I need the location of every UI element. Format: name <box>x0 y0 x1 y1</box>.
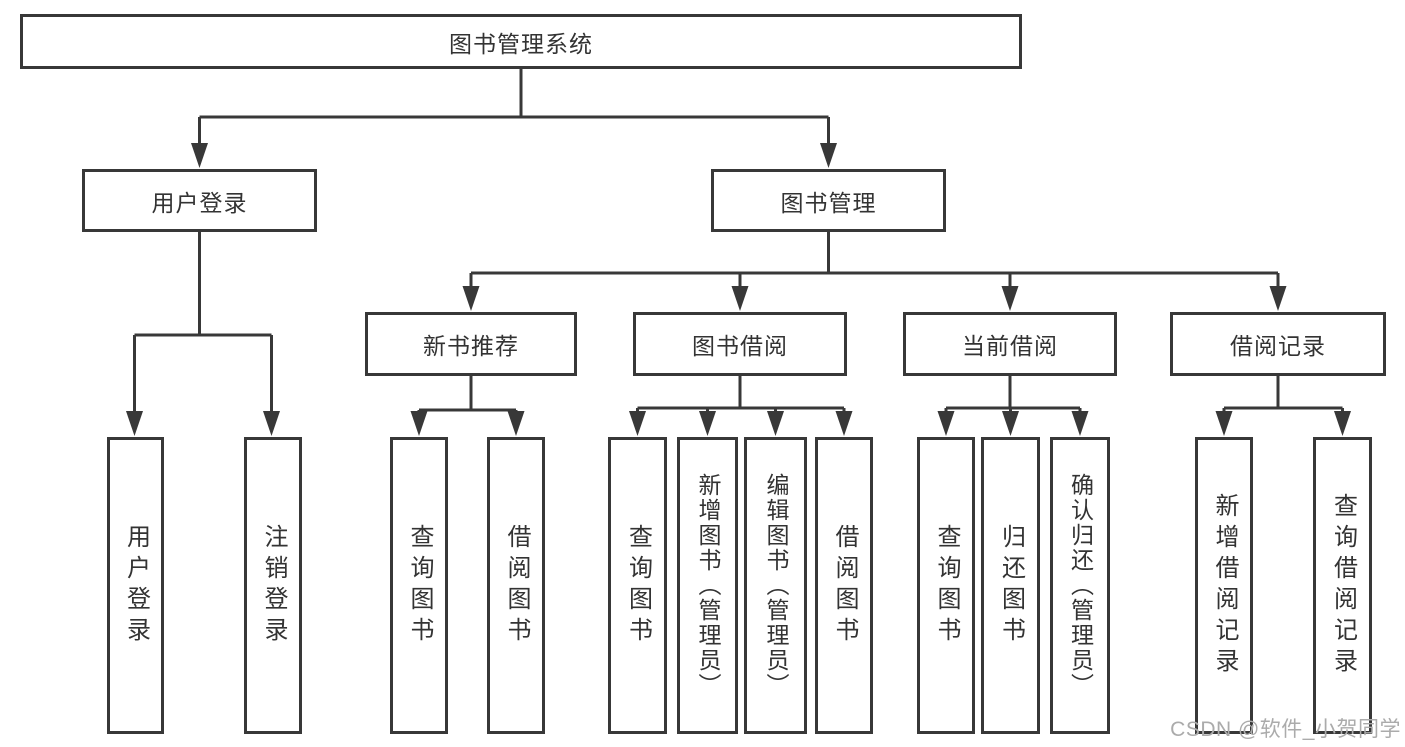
leaf-borrow-books: 借阅图书 <box>815 437 873 734</box>
watermark: CSDN @软件_小贺同学 <box>1170 718 1401 741</box>
node-current-borrow-label: 当前借阅 <box>962 333 1058 359</box>
leaf-logout-label: 注销登录 <box>260 523 287 648</box>
node-root-label: 图书管理系统 <box>449 30 593 57</box>
leaf-query-books-borrow-label: 查询图书 <box>624 523 652 648</box>
leaf-confirm-return-admin: 确认归还（管理员） <box>1050 437 1110 734</box>
node-new-book-recommend-label: 新书推荐 <box>423 333 519 359</box>
leaf-add-books-admin-label: 新增图书（管理员） <box>695 473 721 698</box>
leaf-user-login-label: 用户登录 <box>122 523 150 648</box>
leaf-query-books-current: 查询图书 <box>917 437 975 734</box>
node-user-login: 用户登录 <box>82 169 317 232</box>
leaf-edit-books-admin-label: 编辑图书（管理员） <box>763 473 789 698</box>
connector-new-book-recommend-to-leaves <box>410 376 525 436</box>
leaf-add-books-admin: 新增图书（管理员） <box>677 437 738 734</box>
connector-current-borrow-to-leaves <box>937 376 1089 436</box>
leaf-confirm-return-admin-label: 确认归还（管理员） <box>1067 473 1094 698</box>
node-book-borrow-label: 图书借阅 <box>692 333 788 359</box>
node-new-book-recommend: 新书推荐 <box>365 312 577 376</box>
node-user-login-label: 用户登录 <box>151 189 248 216</box>
leaf-return-books: 归还图书 <box>981 437 1040 734</box>
leaf-query-books-borrow: 查询图书 <box>608 437 667 734</box>
leaf-edit-books-admin: 编辑图书（管理员） <box>744 437 807 734</box>
leaf-query-borrow-record-label: 查询借阅记录 <box>1329 492 1357 679</box>
node-book-borrow: 图书借阅 <box>633 312 847 376</box>
leaf-return-books-label: 归还图书 <box>997 523 1025 648</box>
connector-root-to-level2 <box>191 69 837 168</box>
node-book-management-label: 图书管理 <box>780 189 877 216</box>
leaf-add-borrow-record-label: 新增借阅记录 <box>1211 492 1238 679</box>
node-borrow-record-label: 借阅记录 <box>1230 333 1326 359</box>
connector-book-management-to-level3 <box>462 232 1287 311</box>
leaf-user-login: 用户登录 <box>107 437 164 734</box>
leaf-query-books-current-label: 查询图书 <box>933 523 960 648</box>
leaf-borrow-books-label: 借阅图书 <box>831 523 858 648</box>
leaf-query-books-recommend-label: 查询图书 <box>406 523 433 648</box>
connector-borrow-record-to-leaves <box>1215 376 1351 436</box>
leaf-query-books-recommend: 查询图书 <box>390 437 448 734</box>
node-root: 图书管理系统 <box>20 14 1022 69</box>
node-borrow-record: 借阅记录 <box>1170 312 1386 376</box>
leaf-add-borrow-record: 新增借阅记录 <box>1195 437 1253 734</box>
leaf-borrow-books-recommend: 借阅图书 <box>487 437 545 734</box>
leaf-query-borrow-record: 查询借阅记录 <box>1313 437 1372 734</box>
connector-book-borrow-to-leaves <box>629 376 853 436</box>
leaf-logout: 注销登录 <box>244 437 302 734</box>
node-current-borrow: 当前借阅 <box>903 312 1117 376</box>
leaf-borrow-books-recommend-label: 借阅图书 <box>503 523 530 648</box>
connector-user-login-to-leaves <box>126 232 280 436</box>
node-book-management: 图书管理 <box>711 169 946 232</box>
